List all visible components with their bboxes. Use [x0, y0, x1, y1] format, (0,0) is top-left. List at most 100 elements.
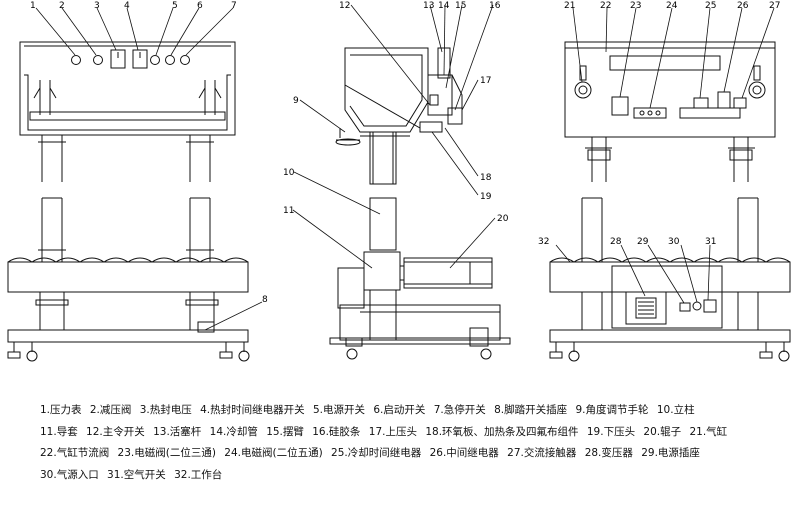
legend-item: 27.交流接触器	[507, 447, 577, 459]
air-switch	[703, 299, 717, 313]
emergency-stop	[180, 55, 190, 65]
legend-line-1: 1.压力表 2.减压阀 3.热封电压 4.热封时间继电器开关 5.电源开关 6.…	[40, 400, 790, 422]
callout-4: 4	[124, 1, 130, 11]
callout-10: 10	[283, 168, 295, 178]
pressure-valve	[93, 55, 103, 65]
legend-item: 24.电磁阀(二位五通)	[224, 447, 323, 459]
legend-item: 1.压力表	[40, 404, 82, 416]
machine-diagram: 1 2 3 4 5 6 7 8 9 10 11 12 13 14 15 16 1…	[7, 1, 791, 362]
callout-25: 25	[705, 1, 716, 11]
power-socket	[679, 302, 691, 312]
legend-item: 23.电磁阀(二位三通)	[117, 447, 216, 459]
solenoid-valve-3way	[611, 96, 629, 116]
callout-24: 24	[666, 1, 678, 11]
legend-item: 2.减压阀	[89, 404, 132, 416]
legend-item: 22.气缸节流阀	[40, 447, 110, 459]
roller	[403, 257, 493, 289]
legend-line-3: 22.气缸节流阀 23.电磁阀(二位三通) 24.电磁阀(二位五通) 25.冷却…	[40, 443, 790, 465]
legend-item: 18.环氧板、加热条及四氟布组件	[425, 425, 579, 438]
callout-18: 18	[480, 173, 492, 183]
rear-control-box	[564, 41, 776, 138]
electrical-cabinet	[611, 265, 723, 329]
callout-13: 13	[423, 1, 434, 11]
legend-item: 21.气缸	[689, 425, 728, 438]
callout-1: 1	[30, 1, 36, 11]
legend-item: 3.热封电压	[139, 404, 192, 416]
pressure-gauge	[71, 55, 81, 65]
legend-item: 6.启动开关	[373, 404, 426, 416]
legend-item: 20.辊子	[643, 425, 682, 438]
legend-item: 11.导套	[40, 425, 78, 438]
legend-item: 10.立柱	[656, 404, 695, 416]
legend-item: 31.空气开关	[107, 468, 166, 481]
callout-32: 32	[538, 237, 549, 247]
legend-item: 25.冷却时间继电器	[331, 447, 422, 459]
rear-view	[549, 41, 791, 362]
front-control-box	[19, 41, 236, 136]
legend-item: 17.上压头	[368, 425, 417, 438]
callout-16: 16	[489, 1, 501, 11]
callout-7: 7	[231, 1, 237, 11]
legend-item: 30.气源入口	[40, 468, 99, 481]
parts-legend: 1.压力表 2.减压阀 3.热封电压 4.热封时间继电器开关 5.电源开关 6.…	[40, 400, 790, 486]
legend-item: 13.活塞杆	[153, 425, 202, 438]
callout-28: 28	[610, 237, 622, 247]
air-inlet	[692, 301, 702, 311]
cylinder-left	[574, 81, 592, 99]
callout-30: 30	[668, 237, 680, 247]
legend-item: 4.热封时间继电器开关	[200, 404, 305, 416]
callout-17: 17	[480, 76, 491, 86]
rear-nameplate	[609, 55, 721, 71]
cooling-timer-relay	[693, 97, 709, 109]
callout-12: 12	[339, 1, 350, 11]
callout-15: 15	[455, 1, 466, 11]
ac-contactor	[733, 97, 747, 109]
legend-item: 16.硅胶条	[312, 425, 361, 438]
legend-item: 29.电源插座	[641, 447, 700, 459]
legend-item: 19.下压头	[586, 425, 636, 438]
start-switch	[165, 55, 175, 65]
legend-item: 9.角度调节手轮	[575, 404, 649, 416]
callout-20: 20	[497, 214, 509, 224]
power-switch	[150, 55, 160, 65]
callout-6: 6	[197, 1, 203, 11]
legend-item: 26.中间继电器	[429, 447, 499, 459]
front-roller-table	[7, 261, 249, 293]
side-top-box	[344, 47, 429, 133]
front-view	[7, 41, 250, 362]
relay-board	[679, 107, 741, 119]
side-column	[369, 197, 397, 251]
legend-item: 5.电源开关	[313, 404, 366, 416]
callout-31: 31	[705, 237, 716, 247]
callout-2: 2	[59, 1, 65, 11]
callout-29: 29	[637, 237, 649, 247]
callout-8: 8	[262, 295, 268, 305]
heat-voltage-display	[110, 49, 126, 69]
callout-27: 27	[769, 1, 780, 11]
callout-26: 26	[737, 1, 749, 11]
callout-3: 3	[94, 1, 100, 11]
legend-item: 8.脚踏开关插座	[494, 404, 568, 416]
callout-22: 22	[600, 1, 611, 11]
solenoid-valve-5way	[633, 107, 667, 119]
callout-14: 14	[438, 1, 450, 11]
leader-lines	[35, 4, 775, 331]
legend-line-2: 11.导套 12.主令开关 13.活塞杆 14.冷却管 15.摆臂 16.硅胶条…	[40, 422, 790, 444]
intermediate-relay	[717, 91, 731, 109]
side-view	[329, 47, 511, 360]
transformer	[625, 291, 667, 325]
legend-item: 7.急停开关	[433, 404, 486, 416]
legend-item: 12.主令开关	[86, 425, 145, 438]
legend-line-4: 30.气源入口 31.空气开关 32.工作台	[40, 465, 790, 487]
legend-item: 28.变压器	[584, 447, 633, 459]
callout-9: 9	[293, 96, 299, 106]
legend-item: 14.冷却管	[209, 425, 258, 438]
cylinder-right	[748, 81, 766, 99]
front-base	[7, 329, 249, 343]
legend-item: 32.工作台	[174, 468, 223, 481]
callout-11: 11	[283, 206, 294, 216]
heat-timer-relay	[132, 49, 148, 69]
callout-23: 23	[630, 1, 641, 11]
callout-numbers: 1 2 3 4 5 6 7 8 9 10 11 12 13 14 15 16 1…	[30, 1, 780, 305]
callout-19: 19	[480, 192, 492, 202]
